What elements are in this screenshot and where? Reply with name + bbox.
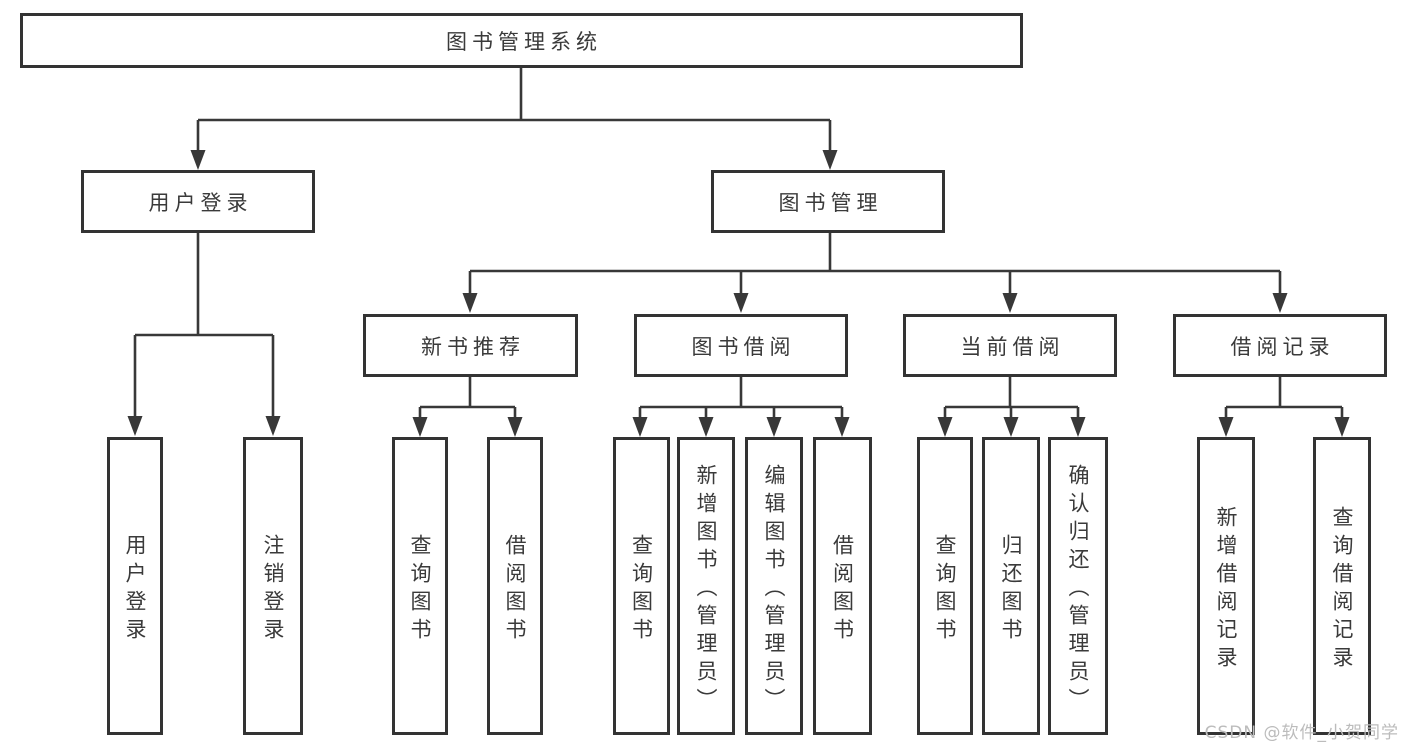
- leaf-bb-add-book-admin: 新增图书（管理员）: [677, 437, 735, 735]
- leaf-br-query-record: 查询借阅记录: [1313, 437, 1371, 735]
- node-new-book-recommend-label: 新书推荐: [421, 334, 525, 359]
- leaf-bb-query-book-label: 查询图书: [629, 533, 654, 646]
- node-root-library-system: 图书管理系统: [20, 13, 1023, 68]
- leaf-cb-return-book-label: 归还图书: [999, 533, 1023, 646]
- connector-userlogin-children: [127, 233, 281, 436]
- node-new-book-recommend: 新书推荐: [363, 314, 578, 377]
- csdn-watermark: CSDN @软件_小贺同学: [1204, 723, 1399, 743]
- leaf-user-login: 用户登录: [107, 437, 163, 735]
- connector-bookmgmt-to-level3: [462, 233, 1288, 313]
- leaf-cb-confirm-return-admin-label: 确认归还（管理员）: [1066, 463, 1090, 716]
- node-root-label: 图书管理系统: [446, 29, 602, 54]
- leaf-logout: 注销登录: [243, 437, 303, 735]
- leaf-user-login-label: 用户登录: [123, 533, 147, 646]
- leaf-bb-edit-book-admin-label: 编辑图书（管理员）: [762, 463, 786, 716]
- leaf-bb-query-book: 查询图书: [613, 437, 670, 735]
- leaf-cb-query-book-label: 查询图书: [933, 533, 957, 646]
- connector-bookborrow-children: [632, 377, 850, 437]
- node-user-login: 用户登录: [81, 170, 315, 233]
- leaf-bb-borrow-book-label: 借阅图书: [830, 533, 855, 646]
- connector-currentborrow-children: [937, 377, 1086, 437]
- leaf-br-add-record-label: 新增借阅记录: [1214, 505, 1238, 674]
- leaf-cb-confirm-return-admin: 确认归还（管理员）: [1048, 437, 1108, 735]
- leaf-bb-borrow-book: 借阅图书: [813, 437, 872, 735]
- leaf-rec-query-book: 查询图书: [392, 437, 448, 735]
- node-current-borrow-label: 当前借阅: [960, 334, 1065, 359]
- leaf-rec-borrow-book: 借阅图书: [487, 437, 543, 735]
- leaf-logout-label: 注销登录: [261, 533, 285, 646]
- connector-newbookrec-children: [412, 377, 523, 437]
- node-book-management: 图书管理: [711, 170, 945, 233]
- connector-borrowrecord-children: [1218, 377, 1350, 437]
- leaf-cb-return-book: 归还图书: [982, 437, 1040, 735]
- node-user-login-label: 用户登录: [148, 190, 253, 215]
- node-book-management-label: 图书管理: [778, 190, 883, 215]
- connector-root-to-level2: [190, 68, 838, 170]
- leaf-cb-query-book: 查询图书: [917, 437, 973, 735]
- leaf-br-add-record: 新增借阅记录: [1197, 437, 1255, 735]
- leaf-br-query-record-label: 查询借阅记录: [1330, 505, 1354, 674]
- node-borrow-record: 借阅记录: [1173, 314, 1387, 377]
- leaf-bb-edit-book-admin: 编辑图书（管理员）: [745, 437, 803, 735]
- node-current-borrow: 当前借阅: [903, 314, 1117, 377]
- leaf-bb-add-book-admin-label: 新增图书（管理员）: [694, 463, 718, 716]
- leaf-rec-borrow-book-label: 借阅图书: [503, 533, 527, 646]
- leaf-rec-query-book-label: 查询图书: [408, 533, 432, 646]
- node-borrow-record-label: 借阅记录: [1230, 334, 1335, 359]
- node-book-borrow-label: 图书借阅: [691, 334, 796, 359]
- node-book-borrow: 图书借阅: [634, 314, 848, 377]
